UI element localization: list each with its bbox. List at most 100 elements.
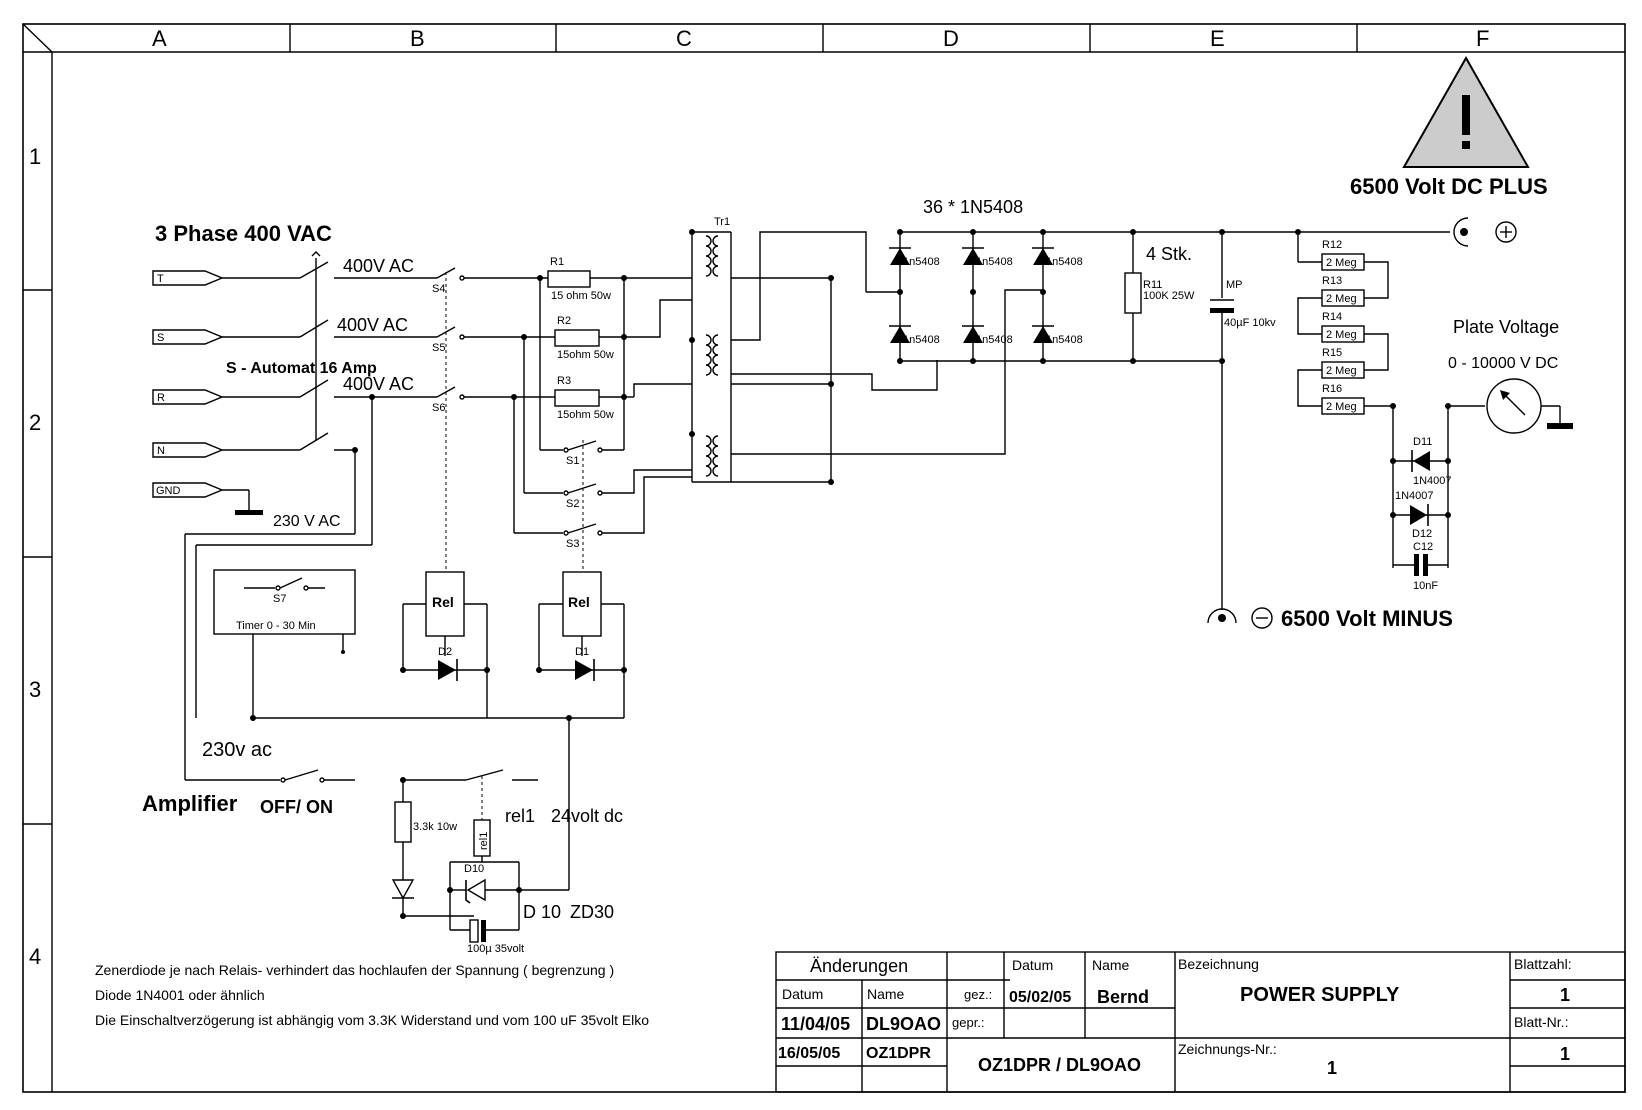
- mp-value: 40µF 10kv: [1224, 317, 1276, 329]
- switch-label-s1: S1: [566, 455, 579, 467]
- mp-label: MP: [1226, 279, 1243, 291]
- timer-box: [213, 569, 356, 718]
- r11-value: 100K 25W: [1143, 290, 1195, 302]
- r2-value: 15ohm 50w: [557, 349, 614, 361]
- automat-label: S - Automat 16 Amp: [226, 360, 377, 377]
- switch-labels: S4 S5 S6: [432, 283, 445, 414]
- col-label-d: D: [943, 26, 959, 51]
- input-terminals: [152, 270, 224, 498]
- diode-label-3: 1n5408: [1046, 256, 1083, 268]
- r12-value: 2 Meg: [1326, 257, 1357, 269]
- r15-value: 2 Meg: [1326, 365, 1357, 377]
- switch-label-s3: S3: [566, 538, 579, 550]
- minus-output-label: 6500 Volt MINUS: [1281, 606, 1453, 631]
- gez-date: 05/02/05: [1009, 989, 1071, 1006]
- plate-voltage-label: Plate Voltage: [1453, 317, 1559, 337]
- r3-value: 15ohm 50w: [557, 409, 614, 421]
- star-delta-switches: [514, 440, 692, 572]
- row-label-3: 3: [29, 677, 41, 702]
- terminal-label-r: R: [157, 392, 165, 404]
- junction-dots: [250, 229, 1451, 919]
- bleeder-cap-labels: R11 100K 25W MP 40µF 10kv: [1143, 279, 1276, 329]
- control-wiring: [184, 397, 570, 890]
- r3-label: R3: [557, 375, 571, 387]
- terminal-label-n: N: [157, 445, 165, 457]
- rel1-label: rel1: [505, 806, 535, 826]
- plate-range-label: 0 - 10000 V DC: [1448, 355, 1558, 372]
- d11-label: D11: [1413, 436, 1432, 448]
- blattzahl-value: 1: [1560, 985, 1570, 1005]
- diode-label-6: 1n5408: [1046, 334, 1083, 346]
- automat-breaker: [222, 251, 355, 451]
- divider-resistors: [1297, 232, 1393, 415]
- tr1-label: Tr1: [714, 216, 730, 228]
- d10-text: D 10: [523, 902, 561, 922]
- bridge-diode-labels: 1n5408 1n5408 1n5408 1n5408 1n5408 1n540…: [903, 256, 1083, 346]
- plus-output-label: 6500 Volt DC PLUS: [1350, 174, 1548, 199]
- terminal-label-gnd: GND: [156, 485, 181, 497]
- gepr-label: gepr.:: [952, 1015, 985, 1030]
- notes: Zenerdiode je nach Relais- verhindert da…: [95, 962, 649, 1028]
- rel1-coil-label: rel1: [478, 832, 490, 850]
- resistor-labels: R1 15 ohm 50w R2 15ohm 50w R3 15ohm 50w: [550, 256, 614, 421]
- zeichnungs-header: Zeichnungs-Nr.:: [1178, 1041, 1277, 1057]
- zeichnungs-nr: 1: [1327, 1058, 1337, 1078]
- r1-label: R1: [550, 256, 564, 268]
- r13-value: 2 Meg: [1326, 293, 1357, 305]
- relay-label-2: Rel: [568, 594, 590, 610]
- cap100-label: 100µ 35volt: [467, 943, 524, 955]
- voltage-label-230: 230 V AC: [273, 513, 341, 530]
- c12-label: C12: [1413, 541, 1433, 553]
- delay-circuit-labels: 3.3k 10w rel1 rel1 24volt dc D10 D 10 ZD…: [413, 806, 623, 955]
- rev2-date: 16/05/05: [778, 1045, 840, 1062]
- row-label-1: 1: [29, 144, 41, 169]
- diode-label-2: 1n5408: [976, 256, 1013, 268]
- c12-value: 10nF: [1413, 580, 1438, 592]
- three-phase-label: 3 Phase 400 VAC: [155, 221, 332, 246]
- r16-label: R16: [1322, 383, 1342, 395]
- terminal-label-s: S: [157, 332, 164, 344]
- off-on-label: OFF/ ON: [260, 797, 333, 817]
- relay-label-1: Rel: [432, 594, 454, 610]
- row-label-2: 2: [29, 410, 41, 435]
- title-block: [775, 951, 1626, 1093]
- r16-value: 2 Meg: [1326, 401, 1357, 413]
- voltage-label-1: 400V AC: [343, 256, 414, 276]
- d10-label: D10: [464, 863, 484, 875]
- relay-coils: [253, 571, 625, 719]
- amplifier-label: Amplifier: [142, 791, 238, 816]
- plus-output-terminal: [1225, 217, 1517, 247]
- voltage-label-3: 400V AC: [343, 374, 414, 394]
- transformer-tr1: [691, 231, 1043, 483]
- name-header: Name: [1092, 957, 1130, 973]
- rev1-name: DL9OAO: [866, 1014, 941, 1034]
- relay-labels: Rel Rel D2 D1: [432, 594, 590, 658]
- r11-label: R11: [1143, 279, 1162, 291]
- switch-label-s5: S5: [432, 342, 445, 354]
- bleeder-and-cap: [1124, 232, 1234, 610]
- d12-value: 1N4007: [1395, 490, 1434, 502]
- s7-label: S7: [273, 593, 286, 605]
- diodes-count-label: 36 * 1N5408: [923, 197, 1023, 217]
- switch-label-s6: S6: [432, 402, 445, 414]
- warning-icon: [1402, 55, 1530, 168]
- diode-label-1: 1n5408: [903, 256, 940, 268]
- divider-labels: R12 R13 R14 R15 R16 2 Meg 2 Meg 2 Meg 2 …: [1322, 239, 1357, 413]
- ground-symbol: [222, 489, 263, 515]
- voltage-label-2: 400V AC: [337, 315, 408, 335]
- v24-label: 24volt dc: [551, 806, 623, 826]
- contactor-switches: [355, 267, 555, 572]
- authors-label: OZ1DPR / DL9OAO: [978, 1055, 1141, 1075]
- blattnr-header: Blatt-Nr.:: [1514, 1014, 1568, 1030]
- minus-output-terminal: [1207, 607, 1273, 629]
- switch-label-s2: S2: [566, 498, 579, 510]
- four-stk-label: 4 Stk.: [1146, 244, 1192, 264]
- rev1-date: 11/04/05: [781, 1014, 850, 1034]
- switch-label-s4: S4: [432, 283, 445, 295]
- diode-label-4: 1n5408: [903, 334, 940, 346]
- r2-label: R2: [557, 315, 571, 327]
- gez-label: gez.:: [964, 987, 992, 1002]
- name-col-header: Name: [867, 986, 905, 1002]
- series-resistors: [513, 270, 692, 533]
